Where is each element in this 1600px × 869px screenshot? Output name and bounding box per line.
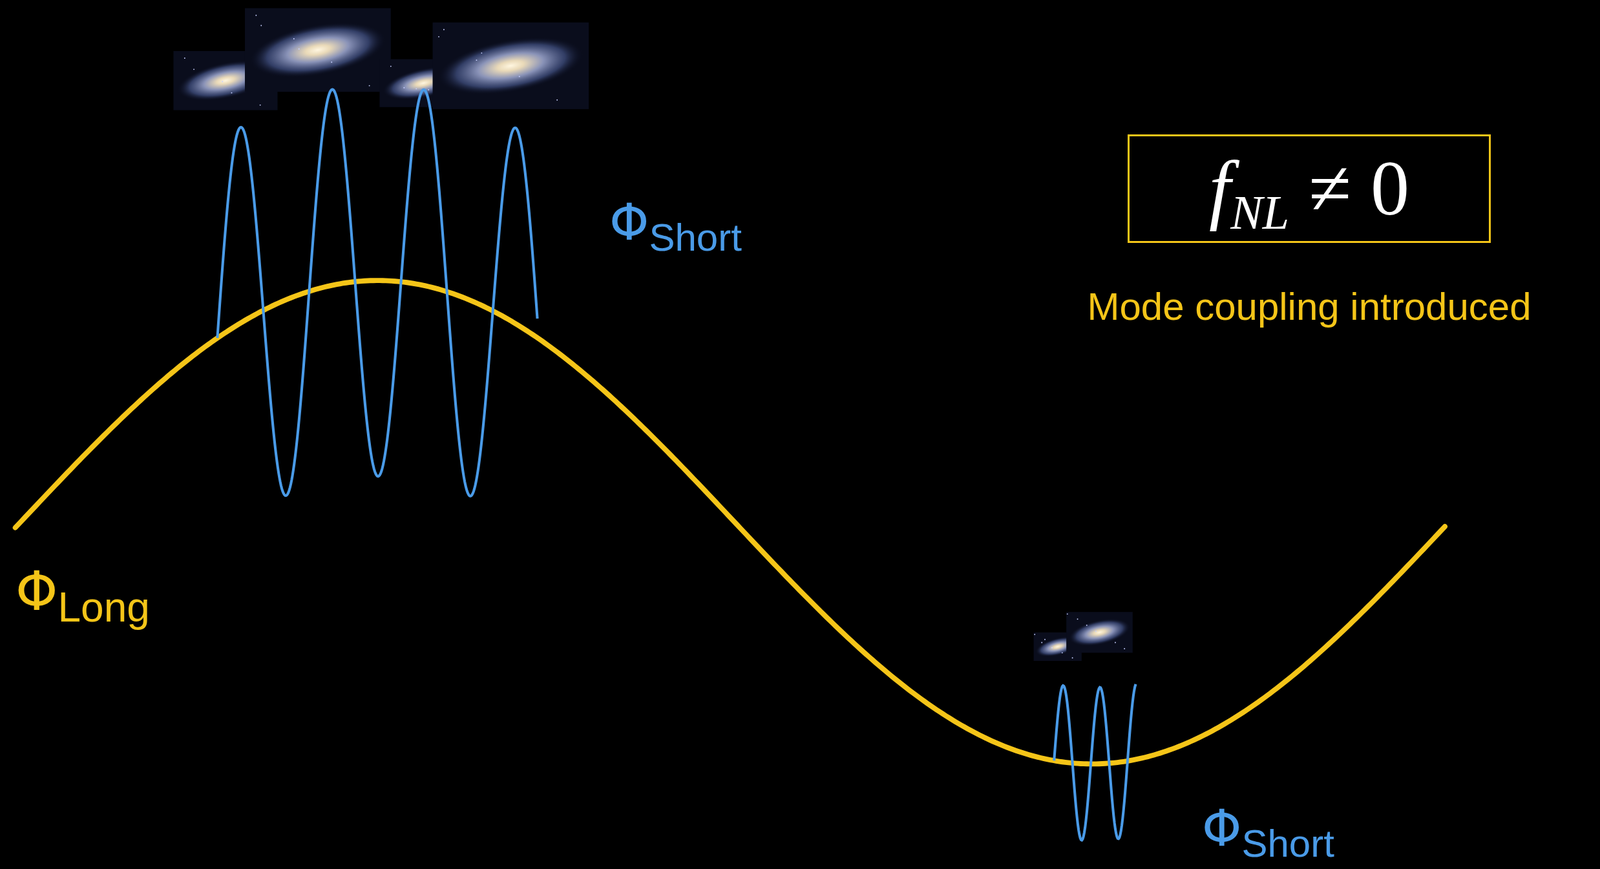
star	[438, 36, 440, 38]
field-label: ΦShort	[1201, 800, 1335, 859]
star	[255, 14, 257, 17]
galaxy-frame	[1066, 611, 1133, 653]
star	[518, 75, 521, 77]
field-label: ΦShort	[609, 193, 742, 253]
short-wave	[217, 89, 537, 496]
star	[330, 61, 333, 63]
star	[1033, 633, 1036, 636]
star	[259, 104, 262, 106]
star	[427, 89, 430, 91]
star	[221, 80, 223, 83]
star	[293, 38, 295, 40]
field-label: ΦLong	[15, 560, 150, 623]
star	[1061, 652, 1064, 654]
galaxy-images	[173, 8, 1133, 662]
star	[1051, 646, 1053, 649]
star	[231, 92, 233, 94]
galaxy	[246, 13, 391, 87]
star	[480, 52, 483, 54]
star	[298, 48, 300, 50]
star	[1123, 648, 1126, 650]
star	[390, 65, 392, 68]
galaxy-frame	[244, 8, 391, 92]
star	[184, 57, 186, 59]
galaxy-frame	[432, 22, 590, 110]
star	[1072, 657, 1074, 659]
star	[1077, 618, 1079, 620]
formula-box: fNL ≠ 0	[1127, 134, 1491, 243]
star	[1041, 642, 1043, 644]
formula-text: fNL ≠ 0	[1209, 149, 1410, 228]
star	[1114, 642, 1116, 644]
star	[403, 87, 405, 89]
star	[1066, 613, 1069, 615]
star	[368, 85, 371, 87]
star	[1095, 630, 1097, 632]
star	[193, 68, 195, 70]
galaxy	[434, 27, 589, 105]
star	[443, 29, 445, 31]
note-text: Mode coupling introduced	[1086, 284, 1531, 329]
long-wave	[15, 280, 1445, 764]
star	[556, 99, 558, 101]
star	[475, 59, 477, 61]
star	[1044, 639, 1046, 641]
star	[260, 25, 262, 27]
short-wave	[1053, 684, 1136, 841]
star	[1086, 624, 1088, 627]
star	[415, 87, 417, 90]
galaxy	[1066, 613, 1133, 651]
